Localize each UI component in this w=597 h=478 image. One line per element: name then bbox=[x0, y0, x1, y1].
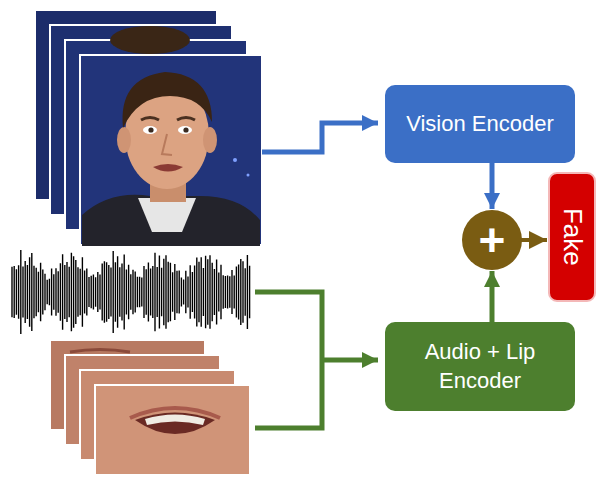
encoder-box: Audio + Lip Encoder bbox=[385, 322, 575, 411]
input-arrow bbox=[255, 292, 322, 428]
upper-lip bbox=[130, 408, 220, 418]
nose bbox=[162, 134, 172, 155]
encoder-label: Vision Encoder bbox=[406, 110, 554, 139]
mouth bbox=[135, 413, 215, 435]
lip-frames bbox=[50, 340, 250, 475]
connector-arrow bbox=[490, 271, 495, 322]
jacket bbox=[82, 195, 260, 246]
eye bbox=[178, 126, 192, 134]
mouth bbox=[153, 164, 183, 172]
light-spot bbox=[233, 158, 237, 162]
pupil bbox=[148, 127, 153, 132]
output-label-box: Fake bbox=[548, 172, 596, 302]
lip-line bbox=[70, 350, 130, 353]
connector-arrow bbox=[490, 163, 495, 209]
video-frames bbox=[35, 10, 262, 246]
encoder-box: Vision Encoder bbox=[385, 85, 575, 163]
ear bbox=[117, 127, 131, 153]
connector-arrow bbox=[520, 238, 547, 242]
output-label: Fake bbox=[555, 208, 589, 266]
input-arrow bbox=[322, 358, 378, 363]
input-arrow bbox=[262, 123, 378, 152]
fusion-circle: + bbox=[462, 210, 522, 270]
hair bbox=[123, 72, 212, 128]
fusion-symbol: + bbox=[479, 217, 506, 263]
face-picture bbox=[82, 72, 260, 246]
shirt bbox=[138, 198, 196, 232]
audio-waveform bbox=[12, 250, 250, 334]
eye bbox=[143, 126, 157, 134]
hair-peek bbox=[110, 26, 190, 54]
pupil bbox=[183, 127, 188, 132]
video-frame bbox=[80, 55, 262, 245]
ear bbox=[203, 127, 217, 153]
eyebrow bbox=[177, 118, 195, 121]
eyebrow bbox=[141, 118, 159, 121]
light-spot bbox=[247, 174, 250, 177]
encoder-label: Audio + Lip Encoder bbox=[397, 338, 563, 395]
lip-frame bbox=[95, 385, 250, 475]
teeth bbox=[145, 415, 205, 426]
